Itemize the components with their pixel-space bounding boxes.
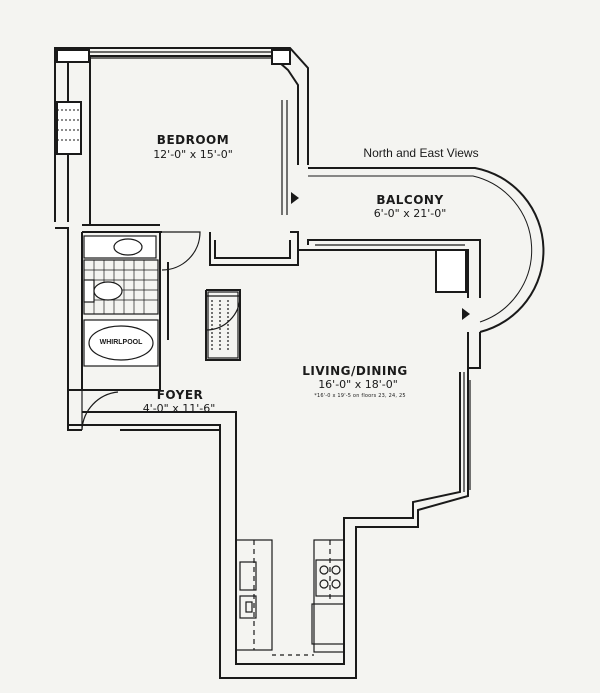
foyer-dims: 4'-0" x 11'-6": [142, 402, 216, 415]
bathroom-fixtures: [83, 235, 159, 367]
structural-column: [435, 249, 467, 293]
living-dining-name: LIVING/DINING: [302, 364, 408, 378]
balcony-dims: 6'-0" x 21'-0": [373, 207, 447, 220]
whirlpool-label: WHIRLPOOL: [99, 339, 143, 346]
balcony-name: BALCONY: [376, 193, 444, 207]
balcony-door-markers: [291, 192, 470, 320]
interior-walls: [67, 62, 299, 431]
foyer-closet: [207, 291, 239, 359]
living-dining-dims: 16'-0" x 18'-0": [318, 378, 398, 391]
bedroom-closet-radiator: [56, 101, 82, 155]
foyer-name: FOYER: [156, 388, 204, 402]
bedroom-dims: 12'-0" x 15'-0": [153, 148, 233, 161]
living-dining-note: *16'-0 x 19'-5 on floors 23, 24, 25: [314, 393, 406, 399]
bedroom-name: BEDROOM: [156, 133, 230, 147]
views-label: North and East Views: [363, 146, 479, 160]
exterior-walls: [54, 47, 481, 679]
windows: [90, 51, 471, 492]
kitchen-counters: [235, 539, 345, 656]
balcony-rail: [308, 167, 545, 333]
